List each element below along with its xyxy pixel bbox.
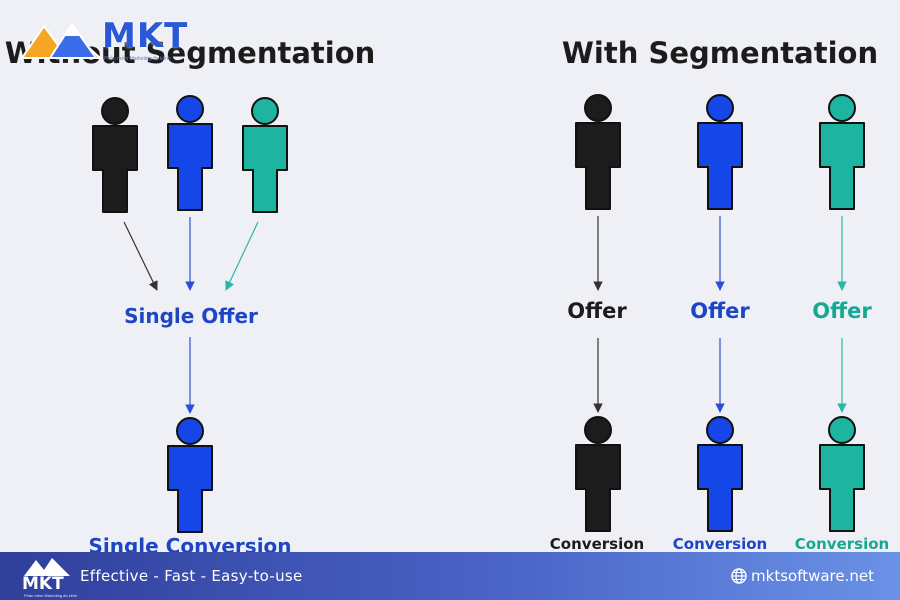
segmentation-diagram: Without Segmentation With Segmentation S… [5,36,890,552]
left-person-blue-icon [167,95,213,211]
left-person-converted-icon [167,417,213,533]
footer-website[interactable]: mktsoftware.net [731,567,874,585]
left-arrow-teal [225,221,259,291]
left-person-teal-icon [242,97,288,213]
logo-text: MKT [102,16,189,56]
right-person-blue-icon [697,94,743,210]
footer-mountain-icon [24,558,70,576]
conversion-label-teal: Conversion [795,535,889,552]
left-person-black-icon [92,97,138,213]
offer-label-black: Offer [567,299,627,323]
single-conversion-label: Single Conversion [88,534,291,552]
right-title: With Segmentation [562,36,878,70]
right-converted-blue-icon [697,416,743,532]
right-person-black-icon [575,94,621,210]
footer-bar: MKT Phần mềm Marketing đa kênh Effective… [0,552,900,600]
offer-label-blue: Offer [690,299,750,323]
right-person-teal-icon [819,94,865,210]
conversion-label-blue: Conversion [673,535,767,552]
right-converted-black-icon [575,416,621,532]
offer-label-teal: Offer [812,299,872,323]
mountain-logo-icon [20,22,103,59]
right-converted-teal-icon [819,416,865,532]
footer-logo-sub: Phần mềm Marketing đa kênh [24,593,78,598]
footer-website-text[interactable]: mktsoftware.net [751,567,874,585]
globe-icon [731,568,747,584]
logo-tagline: Phần mềm Marketing đa kênh [104,56,171,62]
footer-logo-text: MKT [22,574,64,594]
mkt-logo: MKT Phần mềm Marketing đa kênh [20,14,200,66]
footer-tagline: Effective - Fast - Easy-to-use [80,567,303,585]
left-arrow-black [123,221,158,291]
single-offer-label: Single Offer [124,304,258,328]
conversion-label-black: Conversion [550,535,644,552]
footer-logo: MKT Phần mềm Marketing đa kênh [18,552,78,600]
